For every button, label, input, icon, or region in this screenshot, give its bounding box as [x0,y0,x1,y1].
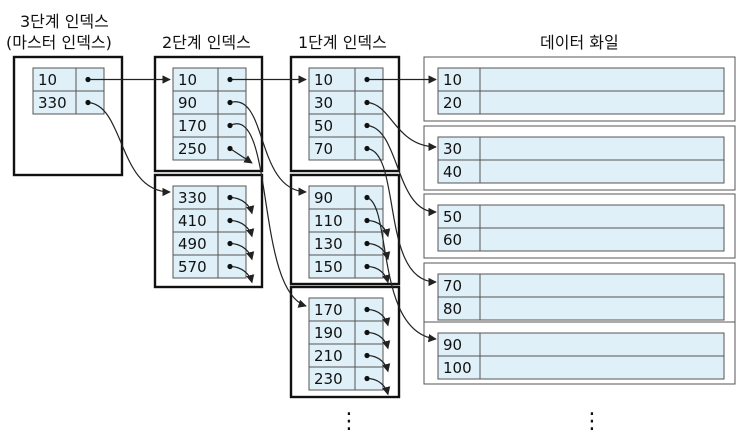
arrow-l1-stub [366,377,391,396]
level1-entry-pointer-dot [364,352,370,359]
data-record [437,67,725,92]
data-record-key: 40 [443,163,462,181]
level2-entry-pointer-dot [227,217,233,224]
level1-entry-row [308,366,384,391]
data-record-key: 70 [443,277,462,295]
arrow-l1-to-data [366,147,437,287]
data-record [437,332,725,357]
level3-entry-row [32,90,105,115]
data-record-key: 100 [443,359,472,377]
level1-entry-key: 190 [314,324,343,342]
level1-entry-key: 130 [314,235,343,253]
arrow-l2-to-l1 [229,101,307,196]
level3-entry-key: 330 [38,94,67,112]
arrow-l1-stub [366,219,391,238]
level1-entry-key: 230 [314,370,343,388]
arrow-l1-to-data [366,196,437,343]
arrow-l1-stub [366,354,391,373]
arrow-l2-to-l1 [229,123,307,308]
level2-entry-pointer-dot [227,145,233,152]
level2-entry-key: 490 [178,235,207,253]
arrow-l1-stub [366,265,391,284]
level2-entry-key: 10 [178,71,197,89]
data-record [437,90,725,115]
data-record-key: 30 [443,140,462,158]
level2-entry-pointer-dot [227,263,233,270]
level2-entry-key: 250 [178,140,207,158]
level1-entry-pointer-dot [364,217,370,224]
level2-entry-row [172,136,247,161]
datafile-header: 데이터 화일 [540,33,619,52]
data-record-key: 20 [443,94,462,112]
level1-entry-pointer-dot [364,145,370,152]
arrow-l2-stub [229,219,255,238]
arrow-l1-stub [366,308,391,327]
level1-entry-pointer-dot [364,263,370,270]
level1-header: 1단계 인덱스 [298,33,387,52]
level3-entry-pointer-dot [85,99,91,106]
continuation-ellipsis: ⋮ [338,409,360,434]
level1-entry-pointer-dot [364,306,370,313]
level1-entry-pointer-dot [364,329,370,336]
arrow-l3-to-l2 [87,101,171,197]
data-record-key: 10 [443,71,462,89]
data-record-key: 90 [443,336,462,354]
level1-entry-key: 110 [314,212,343,230]
level2-entry-pointer-dot [227,194,233,201]
arrow-l1-stub [366,331,391,350]
level2-entry-key: 170 [178,117,207,135]
level1-entry-pointer-dot [364,240,370,247]
level1-entry-key: 30 [314,94,333,112]
data-record [437,296,725,321]
data-record [437,204,725,229]
arrow-l2-stub [229,147,253,164]
level1-entry-key: 90 [314,189,333,207]
level2-entry-key: 410 [178,212,207,230]
level1-entry-row [308,254,384,279]
arrow-l1-to-data [366,101,437,152]
level1-entry-pointer-dot [364,194,370,201]
data-record-key: 50 [443,208,462,226]
arrow-l2-stub [229,196,255,215]
arrow-l2-stub [229,265,255,284]
level1-entry-key: 150 [314,258,343,276]
data-record [437,136,725,161]
level1-entry-pointer-dot [364,375,370,382]
level2-entry-key: 90 [178,94,197,112]
arrow-l1-stub [366,242,391,261]
level1-entry-key: 10 [314,71,333,89]
level1-entry-pointer-dot [364,99,370,106]
data-record [437,159,725,184]
data-record [437,227,725,252]
level3-entry-key: 10 [38,71,57,89]
arrow-l2-stub [229,242,255,261]
level1-entry-key: 50 [314,117,333,135]
level2-entry-pointer-dot [227,99,233,106]
level1-entry-key: 210 [314,347,343,365]
level3-entry-pointer-dot [85,76,91,83]
data-record-key: 60 [443,231,462,249]
level2-entry-key: 570 [178,258,207,276]
level3-header-line2: (마스터 인덱스) [6,33,112,52]
data-record-key: 80 [443,300,462,318]
level1-entry-key: 170 [314,301,343,319]
level1-entry-pointer-dot [364,76,370,83]
continuation-ellipsis: ⋮ [581,409,603,434]
level2-header: 2단계 인덱스 [162,33,251,52]
level3-header-line1: 3단계 인덱스 [20,12,109,31]
level2-entry-pointer-dot [227,122,233,129]
level2-entry-key: 330 [178,189,207,207]
level2-entry-row [172,254,247,279]
level1-entry-pointer-dot [364,122,370,129]
level2-entry-pointer-dot [227,240,233,247]
level1-entry-key: 70 [314,140,333,158]
arrow-l1-to-data [366,124,437,217]
data-record [437,355,725,380]
data-record [437,273,725,298]
level2-entry-pointer-dot [227,76,233,83]
level1-entry-row [308,136,384,161]
